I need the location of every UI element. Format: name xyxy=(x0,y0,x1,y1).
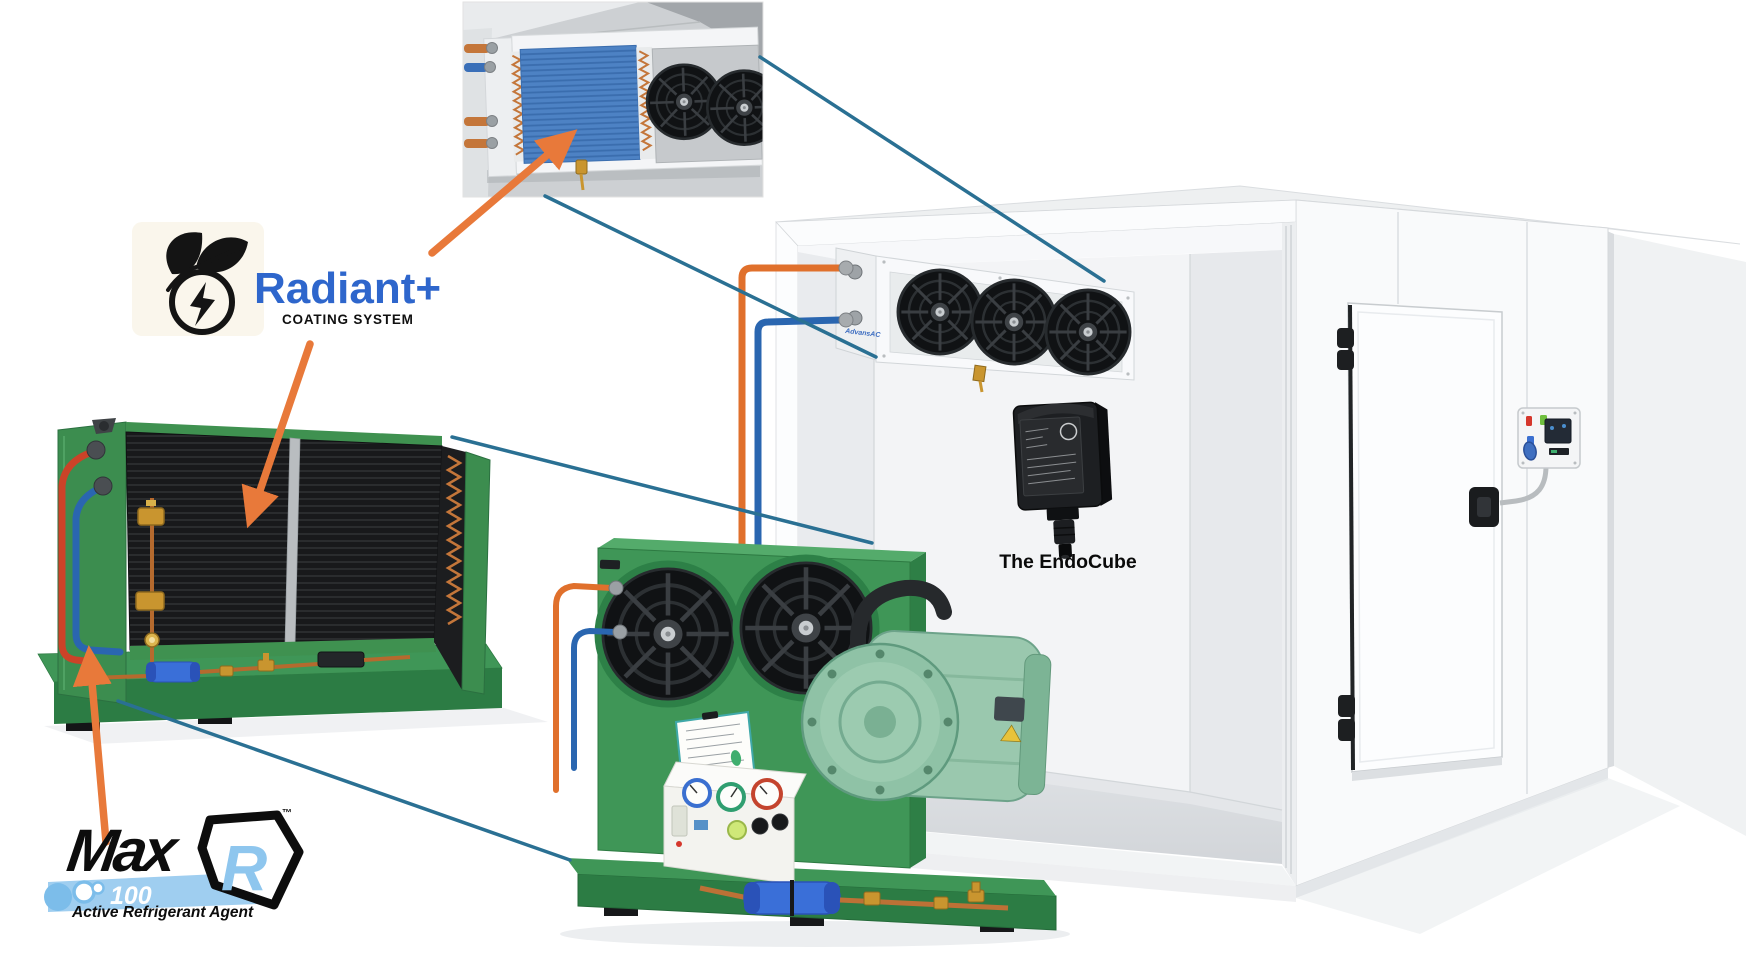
gauge-panel xyxy=(663,761,807,885)
callout-photo-to-evaporator-top xyxy=(758,55,1106,283)
arrow-radiant-to-photo-coil xyxy=(428,129,578,257)
maxr-badge-letter: R xyxy=(221,832,267,904)
radiant-logo-subtitle: COATING SYSTEM xyxy=(282,312,414,327)
evaporator-fan-icon xyxy=(970,278,1058,366)
maxr-banner: 100 xyxy=(44,873,258,912)
discharge-pipe xyxy=(58,448,98,666)
radiant-logo-title: Radiant+ xyxy=(254,264,442,313)
condenser-coil-face xyxy=(125,431,443,651)
maxr-trademark: ™ xyxy=(282,808,292,819)
filter-drier xyxy=(699,880,1009,916)
callout-photo-to-evaporator-bottom xyxy=(543,194,878,359)
callout-coil-to-condensing-unit-top xyxy=(450,435,874,545)
maxr-word: Max xyxy=(63,817,178,884)
endocube-label-logo xyxy=(1059,422,1078,441)
liquid-pipe xyxy=(738,264,844,560)
liquid-line-drier xyxy=(91,651,411,683)
photo-pipe-stubs xyxy=(464,42,498,149)
endocube-sensor xyxy=(1012,401,1113,559)
callout-coil-to-condensing-unit-base xyxy=(116,699,572,862)
panel-red-button xyxy=(1526,416,1532,426)
photo-fan-icon xyxy=(704,68,763,148)
pressure-gauge-icon xyxy=(751,778,783,810)
panel-display xyxy=(1549,448,1569,455)
orange-arrows xyxy=(72,129,578,846)
refrigerant-pipes-to-evaporator xyxy=(738,260,854,560)
maxr-banner-number: 100 xyxy=(110,882,152,910)
leaf-lightning-icon xyxy=(166,232,248,335)
cold-room-door xyxy=(1337,302,1503,781)
door-hinge-rail xyxy=(1348,304,1355,771)
pressure-gauge-icon xyxy=(682,778,712,808)
door-hinge-bottom xyxy=(1338,695,1355,741)
ceiling-evaporator xyxy=(835,247,1135,393)
blue-coil xyxy=(519,44,641,164)
panel-cable xyxy=(1499,465,1549,506)
door-control-panel xyxy=(1499,407,1581,506)
condensing-unit xyxy=(553,538,1070,947)
indicator-light xyxy=(727,820,747,840)
pressure-gauge-icon xyxy=(716,782,746,812)
evaporator-closeup-photo xyxy=(463,2,763,197)
condenser-coil-unit xyxy=(37,418,548,744)
door-hinge-top xyxy=(1337,328,1354,370)
arrow-maxr-to-liquid-line xyxy=(72,645,112,846)
service-valves xyxy=(135,498,165,668)
maxr-logo: 100 Max R ™ Active Refrigerant Agent xyxy=(30,800,330,960)
endocube-probe xyxy=(1058,543,1073,559)
maxr-tagline: Active Refrigerant Agent xyxy=(72,904,254,921)
evaporator-fan-icon xyxy=(896,268,984,356)
panel-screen xyxy=(1544,418,1572,444)
endocube-caption: The EndoCube xyxy=(999,551,1137,573)
drain-fitting xyxy=(972,364,987,383)
maxr-badge: R xyxy=(197,810,304,910)
compressor xyxy=(800,579,1052,803)
arrow-radiant-to-condenser-coil xyxy=(241,340,314,529)
callout-lines xyxy=(116,55,1106,862)
door-handle xyxy=(1469,487,1499,527)
photo-border xyxy=(462,1,764,198)
cold-room xyxy=(775,185,1746,934)
evaporator-fan-icon xyxy=(1044,288,1132,376)
panel-knob xyxy=(1523,441,1537,461)
suction-pipe xyxy=(754,316,844,560)
